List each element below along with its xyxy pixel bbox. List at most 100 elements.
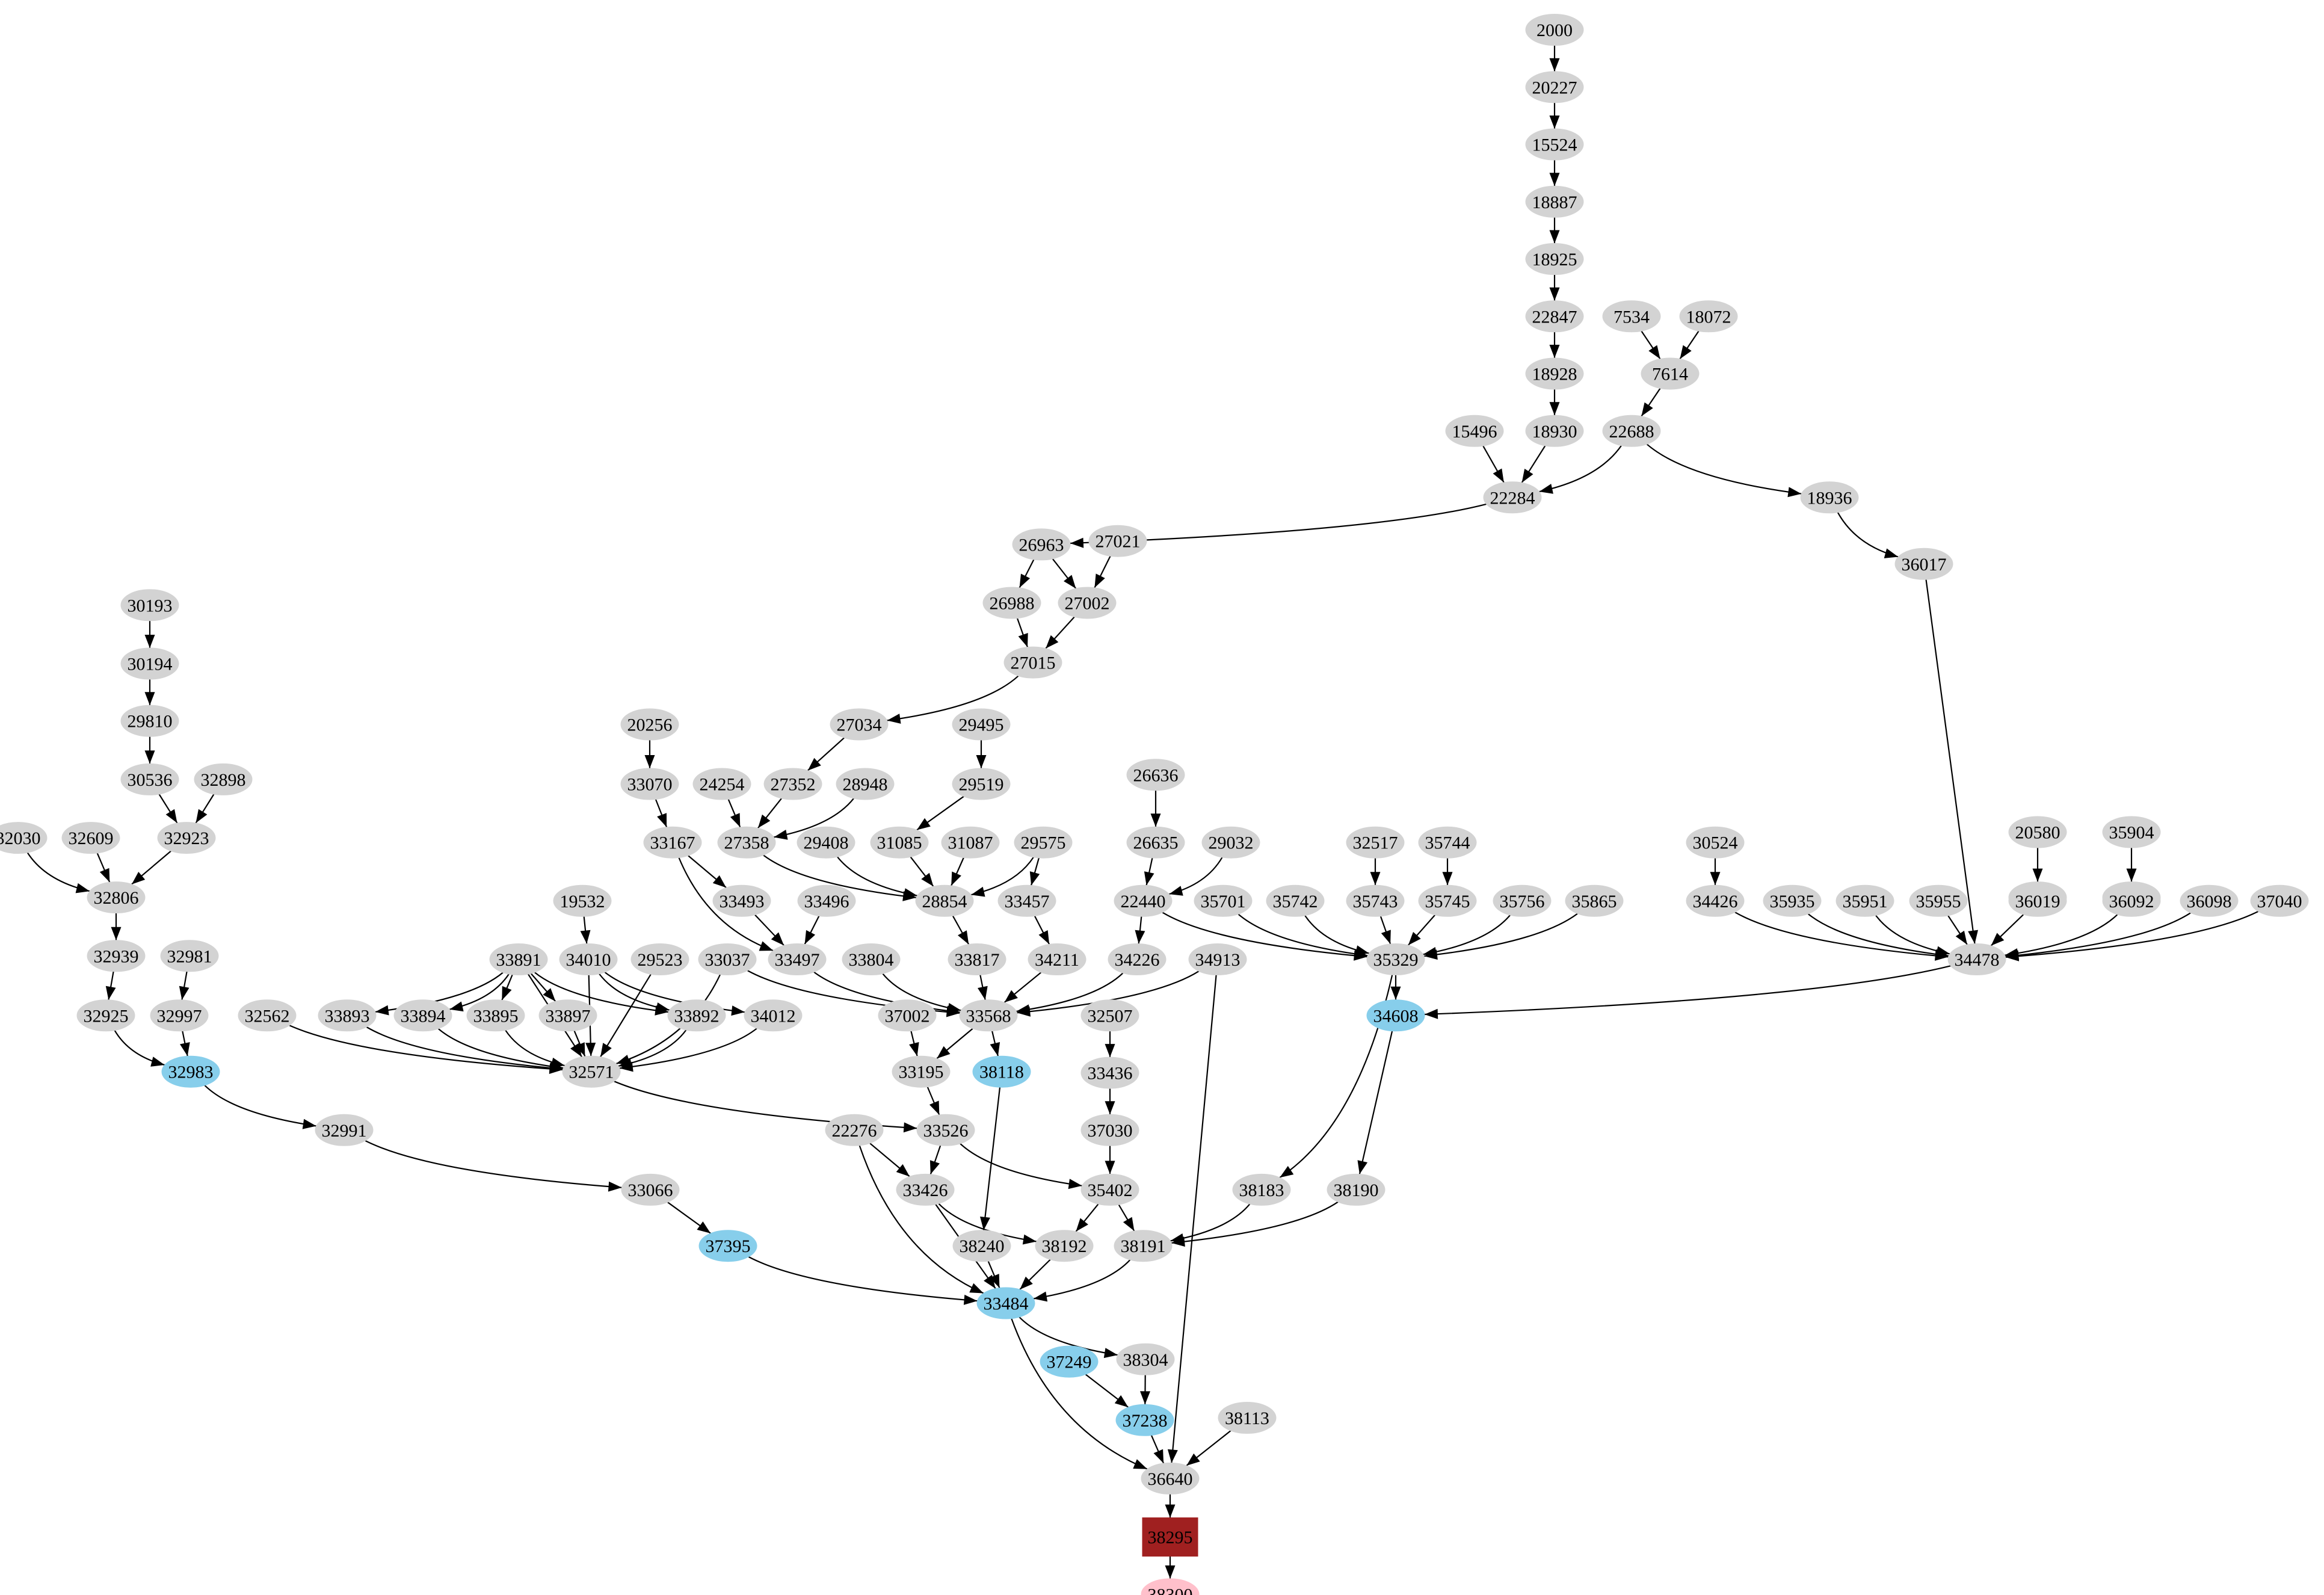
graph-node[interactable]: 33066 <box>621 1173 680 1206</box>
node-ellipse[interactable] <box>2102 884 2161 917</box>
graph-node[interactable]: 32609 <box>61 822 120 854</box>
node-ellipse[interactable] <box>698 1230 757 1262</box>
graph-node[interactable]: 37040 <box>2250 884 2309 917</box>
node-ellipse[interactable] <box>315 1114 374 1146</box>
graph-node[interactable]: 33493 <box>712 884 771 917</box>
graph-node[interactable]: 27015 <box>1003 646 1062 679</box>
node-ellipse[interactable] <box>878 999 937 1032</box>
node-ellipse[interactable] <box>763 768 822 800</box>
graph-node[interactable]: 32981 <box>160 940 219 972</box>
graph-node[interactable]: 33893 <box>318 999 377 1032</box>
graph-node[interactable]: 34913 <box>1188 943 1247 975</box>
graph-node[interactable]: 36640 <box>1141 1462 1200 1495</box>
graph-node[interactable]: 26988 <box>982 587 1041 619</box>
node-ellipse[interactable] <box>1493 884 1552 917</box>
node-ellipse[interactable] <box>120 589 179 622</box>
graph-node[interactable]: 33436 <box>1080 1057 1139 1089</box>
node-ellipse[interactable] <box>161 1055 220 1088</box>
graph-node[interactable]: 34012 <box>744 999 803 1032</box>
node-ellipse[interactable] <box>150 999 209 1032</box>
graph-node[interactable]: 7534 <box>1602 300 1661 333</box>
node-ellipse[interactable] <box>698 943 757 975</box>
node-ellipse[interactable] <box>538 999 597 1032</box>
graph-node[interactable]: 33497 <box>768 943 827 975</box>
node-ellipse[interactable] <box>1525 415 1584 447</box>
graph-node[interactable]: 27021 <box>1088 525 1147 557</box>
graph-node[interactable]: 33195 <box>892 1055 951 1088</box>
node-ellipse[interactable] <box>1080 1114 1139 1146</box>
node-ellipse[interactable] <box>87 940 146 972</box>
node-ellipse[interactable] <box>1040 1345 1099 1378</box>
node-ellipse[interactable] <box>562 1055 621 1088</box>
graph-node[interactable]: 34478 <box>1947 943 2006 975</box>
node-ellipse[interactable] <box>972 1055 1031 1088</box>
node-ellipse[interactable] <box>643 826 702 859</box>
node-ellipse[interactable] <box>830 708 889 741</box>
graph-node[interactable]: 35744 <box>1418 826 1477 859</box>
graph-node[interactable]: 29575 <box>1014 826 1073 859</box>
node-ellipse[interactable] <box>1686 826 1745 859</box>
node-ellipse[interactable] <box>952 768 1011 800</box>
node-ellipse[interactable] <box>0 822 48 854</box>
graph-node[interactable]: 38190 <box>1327 1173 1385 1206</box>
node-rect[interactable] <box>1142 1517 1198 1557</box>
graph-node[interactable]: 29032 <box>1201 826 1260 859</box>
graph-node[interactable]: 32571 <box>562 1055 621 1088</box>
graph-node[interactable]: 35904 <box>2102 816 2161 848</box>
graph-node[interactable]: 38113 <box>1218 1402 1277 1434</box>
node-ellipse[interactable] <box>692 768 751 800</box>
node-ellipse[interactable] <box>1418 884 1477 917</box>
node-ellipse[interactable] <box>797 884 856 917</box>
node-ellipse[interactable] <box>1835 884 1894 917</box>
graph-node[interactable]: 32939 <box>87 940 146 972</box>
graph-node[interactable]: 33804 <box>842 943 901 975</box>
node-ellipse[interactable] <box>1232 1173 1291 1206</box>
graph-node[interactable]: 2000 <box>1525 14 1584 46</box>
graph-node[interactable]: 35402 <box>1080 1173 1139 1206</box>
node-ellipse[interactable] <box>1686 884 1745 917</box>
graph-node[interactable]: 38300 <box>1141 1578 1200 1595</box>
graph-node[interactable]: 34010 <box>559 943 618 975</box>
node-ellipse[interactable] <box>76 999 135 1032</box>
node-ellipse[interactable] <box>712 884 771 917</box>
graph-node[interactable]: 36019 <box>2008 884 2067 917</box>
graph-node[interactable]: 35701 <box>1194 884 1253 917</box>
graph-node[interactable]: 18072 <box>1679 300 1738 333</box>
node-ellipse[interactable] <box>553 884 612 917</box>
node-ellipse[interactable] <box>836 768 895 800</box>
graph-node[interactable]: 26963 <box>1012 528 1071 561</box>
node-ellipse[interactable] <box>1194 884 1253 917</box>
node-ellipse[interactable] <box>1346 884 1405 917</box>
graph-node[interactable]: 27034 <box>830 708 889 741</box>
graph-node[interactable]: 38304 <box>1116 1343 1175 1375</box>
node-ellipse[interactable] <box>1012 528 1071 561</box>
graph-node[interactable]: 31087 <box>941 826 1000 859</box>
graph-node[interactable]: 30193 <box>120 589 179 622</box>
node-ellipse[interactable] <box>157 822 216 854</box>
node-ellipse[interactable] <box>194 763 253 795</box>
graph-node[interactable]: 34608 <box>1366 999 1425 1032</box>
graph-node[interactable]: 29523 <box>630 943 689 975</box>
graph-node[interactable]: 33070 <box>620 768 679 800</box>
node-ellipse[interactable] <box>797 826 855 859</box>
node-ellipse[interactable] <box>621 1173 680 1206</box>
node-ellipse[interactable] <box>1602 415 1661 447</box>
node-ellipse[interactable] <box>1525 71 1584 103</box>
graph-node[interactable]: 26635 <box>1126 826 1185 859</box>
node-ellipse[interactable] <box>1525 185 1584 218</box>
node-ellipse[interactable] <box>1141 1462 1200 1495</box>
node-ellipse[interactable] <box>896 1173 955 1206</box>
graph-node[interactable]: 38118 <box>972 1055 1031 1088</box>
graph-node[interactable]: 37238 <box>1115 1404 1174 1436</box>
node-ellipse[interactable] <box>952 708 1011 741</box>
node-ellipse[interactable] <box>1088 525 1147 557</box>
node-ellipse[interactable] <box>120 647 179 680</box>
node-ellipse[interactable] <box>1483 481 1542 514</box>
node-ellipse[interactable] <box>1108 943 1167 975</box>
graph-node[interactable]: 29810 <box>120 705 179 737</box>
graph-node[interactable]: 33037 <box>698 943 757 975</box>
node-ellipse[interactable] <box>61 822 120 854</box>
graph-node[interactable]: 32562 <box>238 999 297 1032</box>
node-ellipse[interactable] <box>717 826 776 859</box>
graph-node[interactable]: 33568 <box>959 999 1018 1032</box>
